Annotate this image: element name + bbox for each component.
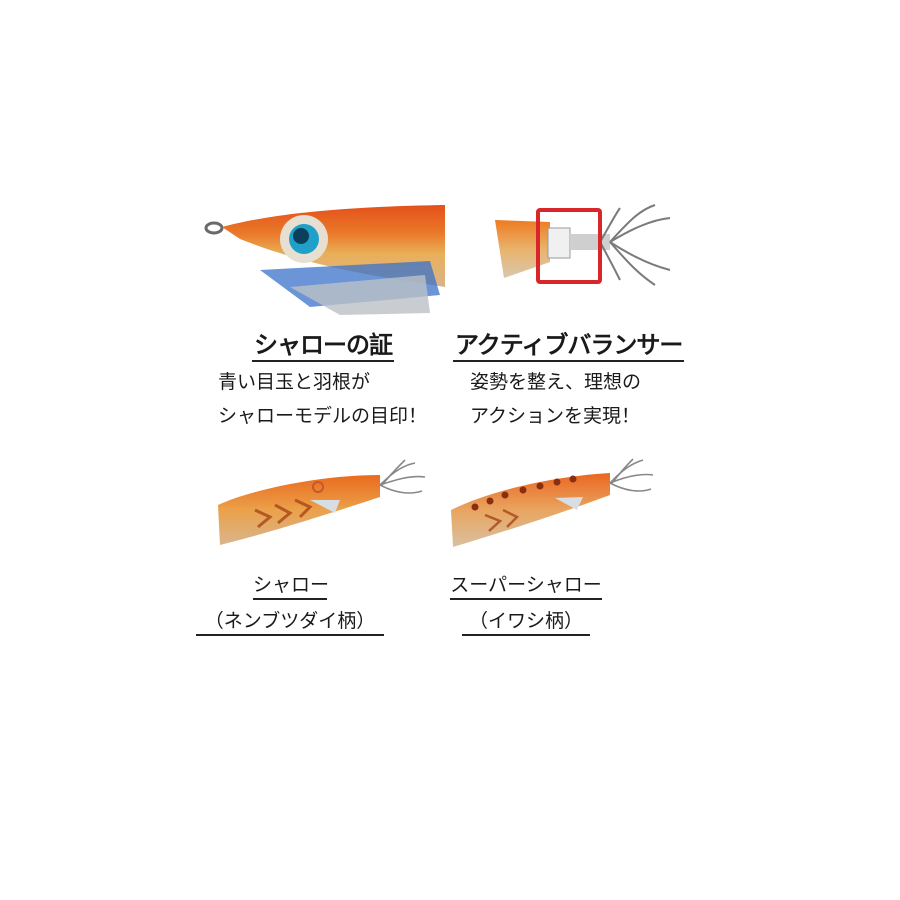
feature-title-shallow-proof: シャローの証 xyxy=(252,330,394,362)
product-image-super-shallow xyxy=(445,455,655,555)
product-name-shallow: シャロー xyxy=(253,572,329,600)
product-pattern-shallow: （ネンブツダイ柄） xyxy=(196,608,384,636)
feature-image-balancer-closeup xyxy=(490,200,680,295)
feature-desc-line-1: 姿勢を整え、理想の xyxy=(470,371,642,393)
product-pattern-super-shallow: （イワシ柄） xyxy=(462,608,590,636)
product-name-super-shallow: スーパーシャロー xyxy=(450,572,602,600)
lure-tail-illustration xyxy=(495,204,671,286)
feature-desc-line-2: シャローモデルの目印！ xyxy=(218,405,428,427)
shallow-jig-illustration xyxy=(218,459,426,545)
feature-desc-line-2: アクションを実現！ xyxy=(470,405,641,427)
feature-title-active-balancer: アクティブバランサー xyxy=(453,330,685,362)
feature-desc-line-1: 青い目玉と羽根が xyxy=(218,371,371,393)
product-image-shallow xyxy=(210,455,430,555)
lure-head-illustration xyxy=(204,205,445,315)
balancer-highlight-box xyxy=(536,208,602,284)
super-shallow-jig-illustration xyxy=(451,458,654,547)
feature-image-head-closeup xyxy=(200,195,445,315)
